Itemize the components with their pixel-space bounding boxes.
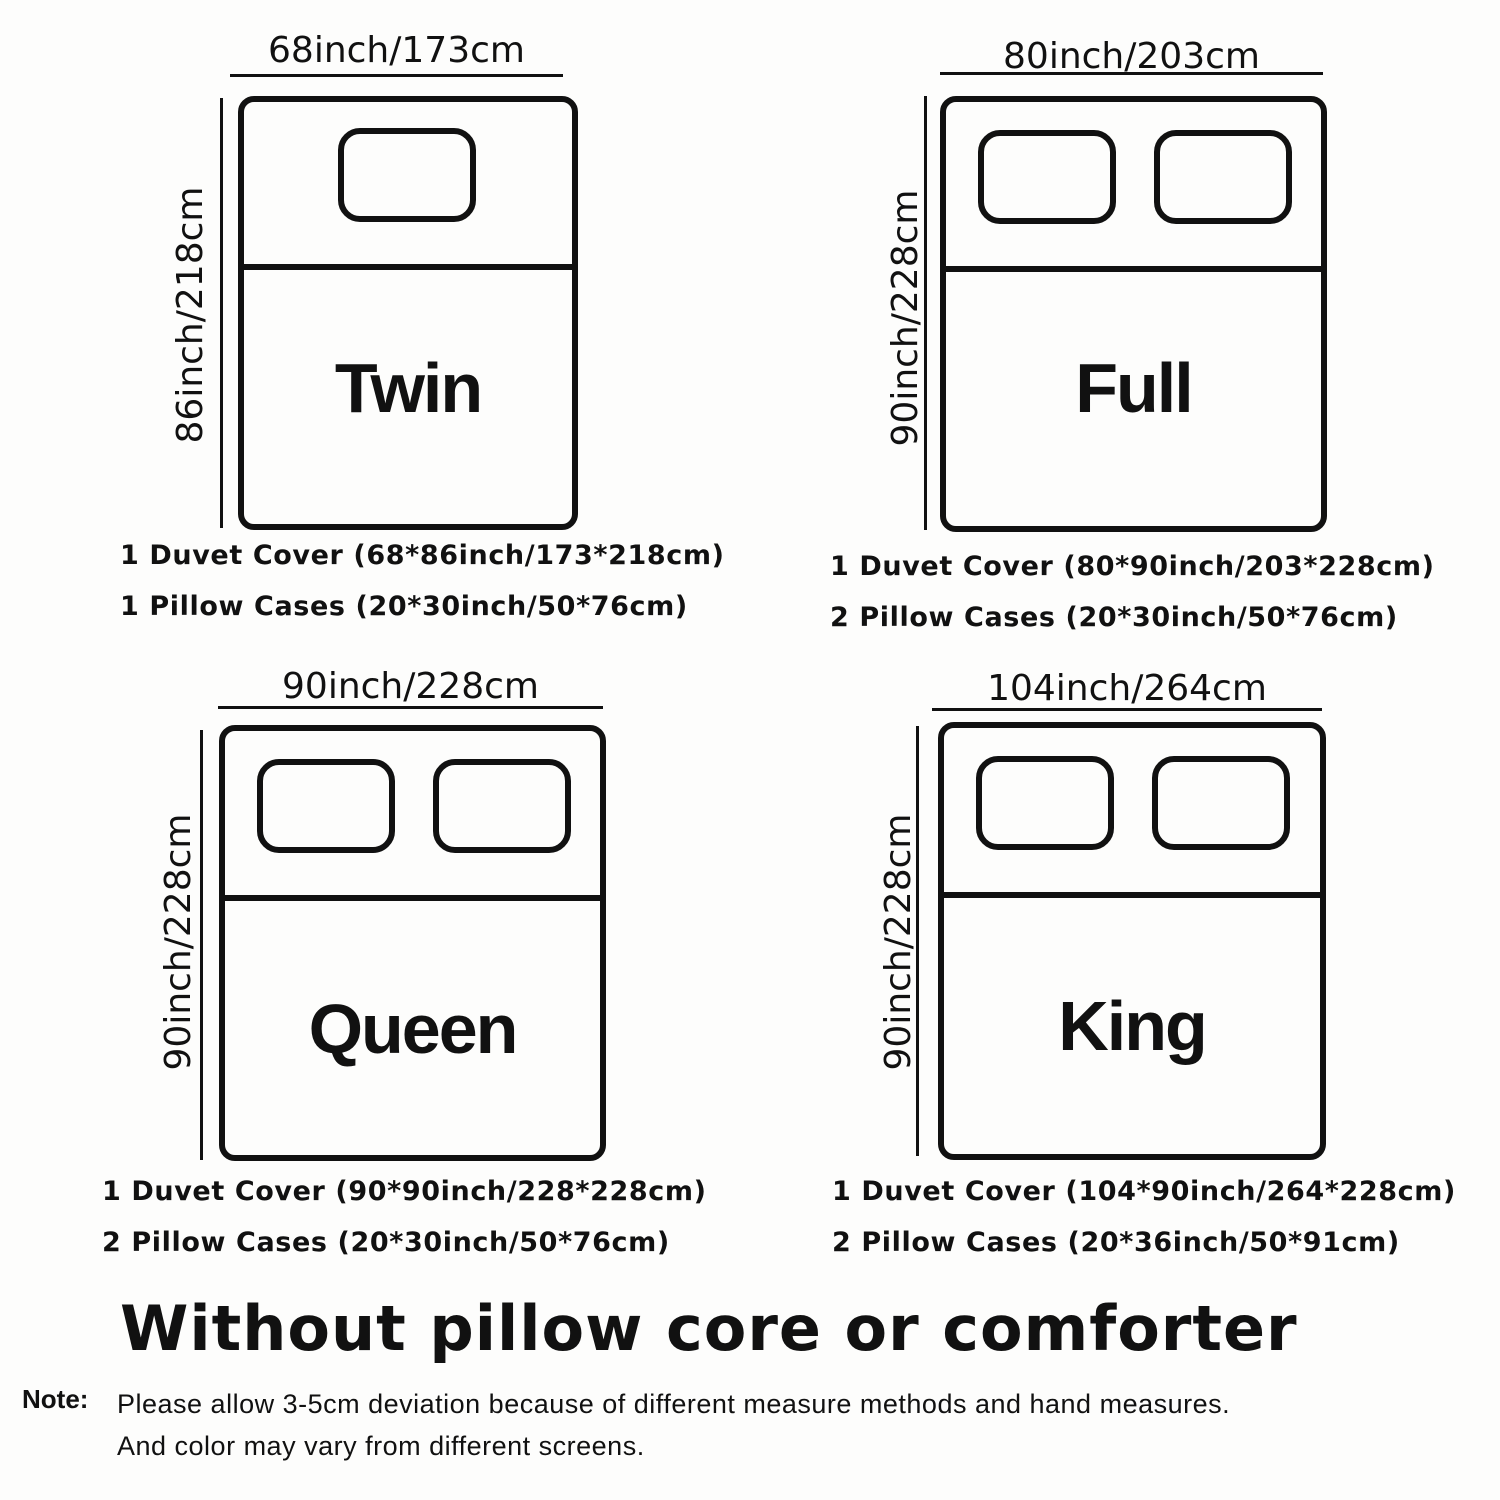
queen-height-line xyxy=(200,730,203,1160)
headline: Without pillow core or comforter xyxy=(120,1292,1298,1365)
full-spec-pillow: 2 Pillow Cases (20*30inch/50*76cm) xyxy=(830,602,1398,633)
queen-width-line xyxy=(218,706,603,709)
queen-spec-duvet: 1 Duvet Cover (90*90inch/228*228cm) xyxy=(102,1176,707,1207)
twin-height-label: 86inch/218cm xyxy=(170,186,211,444)
note-label: Note: xyxy=(22,1384,89,1414)
full-bed-label: Full xyxy=(1075,349,1193,427)
queen-divider xyxy=(225,895,600,901)
king-width-label: 104inch/264cm xyxy=(987,668,1267,709)
twin-divider xyxy=(244,264,572,270)
full-spec-duvet: 1 Duvet Cover (80*90inch/203*228cm) xyxy=(830,551,1435,582)
twin-height-line xyxy=(220,98,223,528)
full-width-line xyxy=(940,72,1323,75)
king-bed-label: King xyxy=(1058,987,1208,1065)
king-height-label: 90inch/228cm xyxy=(878,813,919,1071)
king-width-line xyxy=(932,708,1322,711)
king-pillow-left-icon xyxy=(976,756,1114,850)
full-pillow-right-icon xyxy=(1154,130,1292,224)
queen-width-label: 90inch/228cm xyxy=(282,666,539,707)
king-divider xyxy=(944,892,1320,898)
note-line-1: Please allow 3-5cm deviation because of … xyxy=(117,1389,1231,1419)
full-width-label: 80inch/203cm xyxy=(1003,36,1260,77)
full-divider xyxy=(946,266,1321,272)
twin-width-line xyxy=(230,74,563,77)
full-bed-diagram: Full xyxy=(940,96,1327,532)
king-height-line xyxy=(916,726,919,1156)
twin-width-label: 68inch/173cm xyxy=(268,30,525,71)
twin-spec-pillow: 1 Pillow Cases (20*30inch/50*76cm) xyxy=(120,591,688,622)
twin-bed-label: Twin xyxy=(334,349,483,427)
full-height-line xyxy=(924,96,927,530)
note-text: Please allow 3-5cm deviation because of … xyxy=(117,1383,1230,1467)
twin-spec-duvet: 1 Duvet Cover (68*86inch/173*218cm) xyxy=(120,540,725,571)
full-pillow-left-icon xyxy=(978,130,1116,224)
queen-spec-pillow: 2 Pillow Cases (20*30inch/50*76cm) xyxy=(102,1227,670,1258)
king-spec-pillow: 2 Pillow Cases (20*36inch/50*91cm) xyxy=(832,1227,1400,1258)
queen-pillow-right-icon xyxy=(433,759,571,853)
note-line-2: And color may vary from different screen… xyxy=(117,1431,645,1461)
king-pillow-right-icon xyxy=(1152,756,1290,850)
king-spec-duvet: 1 Duvet Cover (104*90inch/264*228cm) xyxy=(832,1176,1456,1207)
full-height-label: 90inch/228cm xyxy=(885,189,926,447)
twin-pillow-icon xyxy=(338,128,476,222)
queen-bed-diagram: Queen xyxy=(219,725,606,1161)
king-bed-diagram: King xyxy=(938,722,1326,1160)
twin-bed-diagram: Twin xyxy=(238,96,578,530)
queen-height-label: 90inch/228cm xyxy=(158,813,199,1071)
queen-bed-label: Queen xyxy=(308,990,519,1068)
queen-pillow-left-icon xyxy=(257,759,395,853)
